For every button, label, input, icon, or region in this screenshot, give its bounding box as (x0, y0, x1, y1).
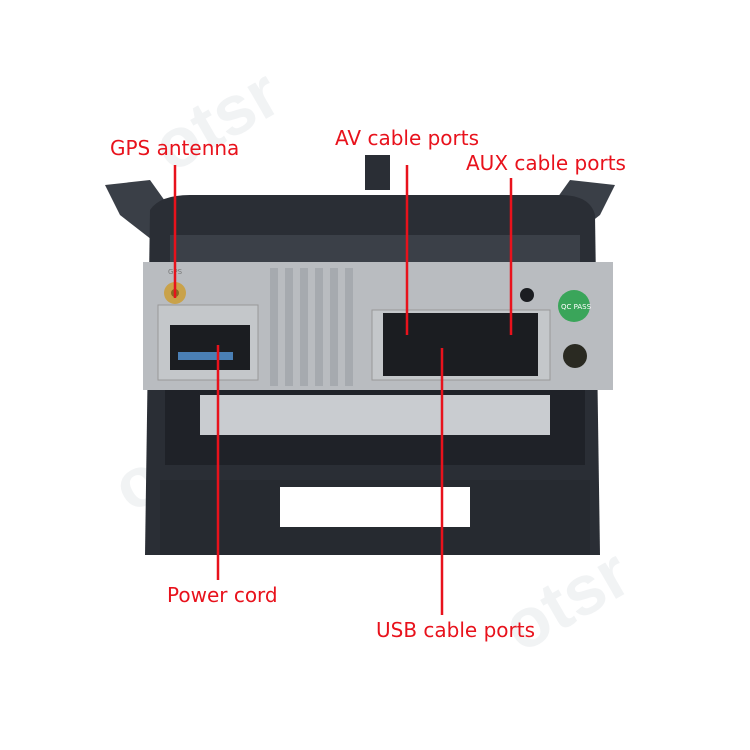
qc-badge (558, 290, 590, 322)
power-connector (170, 325, 250, 370)
power-cord-label: Power cord (167, 583, 278, 607)
top-clip (365, 155, 390, 190)
gps-antenna-label: GPS antenna (110, 136, 240, 160)
svg-text:QC PASS: QC PASS (561, 303, 592, 311)
aux-ports-label: AUX cable ports (466, 151, 626, 175)
usb-ports-label: USB cable ports (376, 618, 535, 642)
av-ports-label: AV cable ports (335, 126, 480, 150)
